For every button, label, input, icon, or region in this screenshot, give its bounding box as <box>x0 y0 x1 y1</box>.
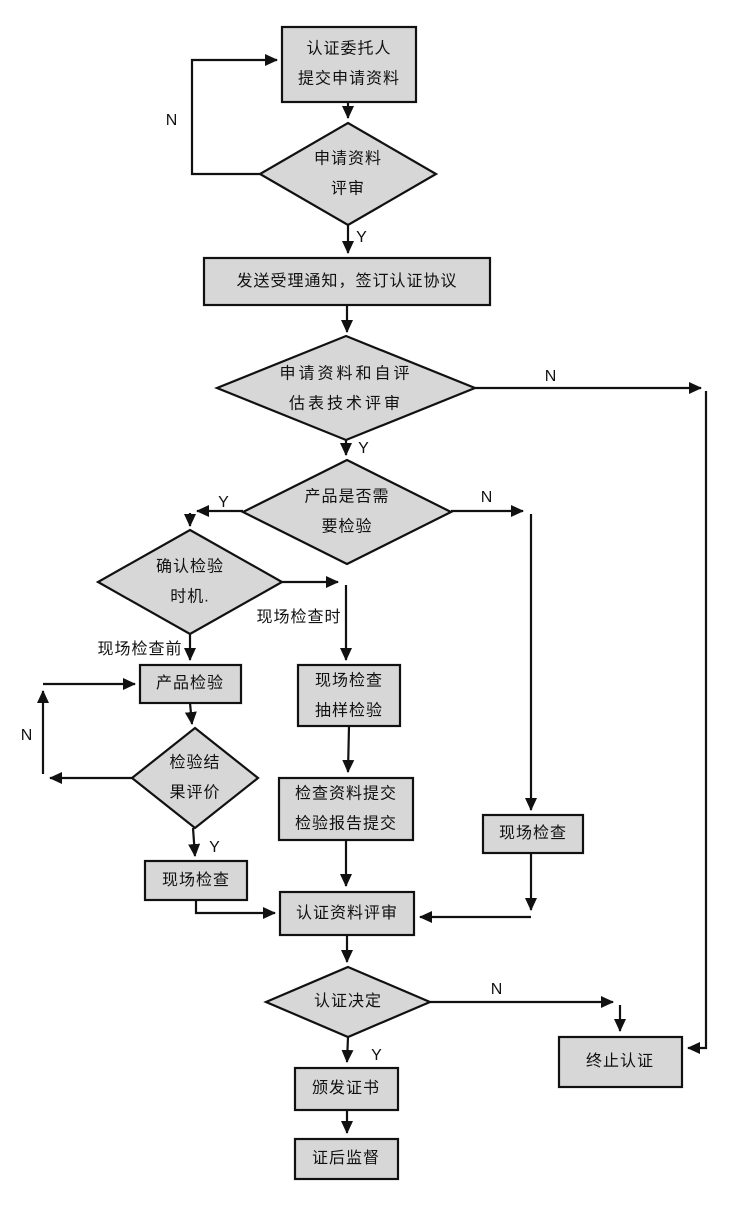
node-onsite-sampling: 现场检查 抽样检验 <box>314 672 384 719</box>
node-onsite-inspection-right-shape <box>481 813 585 855</box>
node-onsite-inspection-left-shape <box>143 859 249 902</box>
node-submit-application-shape <box>280 25 418 104</box>
decision-need-inspection: 产品是否需 要检验 <box>304 488 390 535</box>
node-doc-submission-shape <box>277 776 415 842</box>
label-need-inspection-yes: Y <box>218 494 230 511</box>
node-submit-application: 认证委托人 提交申请资料 <box>297 40 401 87</box>
edge-product-inspection-to-result <box>184 702 197 725</box>
node-issue-certificate-shape <box>293 1066 400 1112</box>
edge-need-inspection-yes-left <box>184 505 243 527</box>
label-timing-during: 现场检查时 <box>256 609 342 626</box>
node-terminate-certification-shape <box>557 1035 684 1089</box>
label-decision-no: N <box>490 981 504 998</box>
node-post-supervision: 证后监督 <box>311 1150 381 1168</box>
label-application-review-yes: Y <box>356 229 368 246</box>
node-product-inspection: 产品检验 <box>155 675 225 693</box>
edge-result-yes <box>188 827 201 857</box>
node-send-acceptance-notice: 发送受理通知，签订认证协议 <box>236 273 458 291</box>
decision-application-review-shape <box>257 121 439 227</box>
decision-certification-decision: 认证决定 <box>313 993 383 1011</box>
label-need-inspection-no: N <box>480 489 494 506</box>
edge-app-review-no-loop <box>190 54 278 176</box>
decision-confirm-timing: 确认检验 时机. <box>155 558 225 605</box>
edge-tech-review-no-right <box>475 382 708 1054</box>
label-application-review-no: N <box>165 112 179 129</box>
node-certification-data-review-shape <box>278 890 416 937</box>
node-certification-data-review: 认证资料评审 <box>295 905 399 923</box>
label-decision-yes: Y <box>371 1047 383 1064</box>
decision-technical-review: 申请资料和自评 估表技术评审 <box>279 365 413 412</box>
decision-need-inspection-shape <box>240 458 454 566</box>
node-onsite-inspection-right: 现场检查 <box>498 825 568 843</box>
label-technical-review-no: N <box>544 368 558 385</box>
edge-result-no-loop <box>37 678 136 784</box>
node-issue-certificate: 颁发证书 <box>311 1080 381 1098</box>
decision-technical-review-shape <box>214 334 478 442</box>
node-doc-submission: 检查资料提交 检验报告提交 <box>294 785 398 832</box>
edge-decision-yes <box>341 1036 354 1063</box>
decision-certification-decision-shape <box>263 965 433 1039</box>
label-result-yes: Y <box>209 839 221 856</box>
edge-timing-during-right <box>282 576 352 661</box>
decision-result-evaluation: 检验结 果评价 <box>169 754 221 801</box>
edge-onsite-left-to-cert-review <box>194 900 276 919</box>
edge-need-inspection-no-right <box>451 505 537 811</box>
node-send-acceptance-notice-shape <box>202 256 492 307</box>
node-onsite-sampling-shape <box>296 663 402 728</box>
edge-onsite-right-to-cert-review <box>419 853 537 923</box>
node-onsite-inspection-left: 现场检查 <box>161 872 231 890</box>
label-timing-before: 现场检查前 <box>97 641 183 658</box>
edge-sampling-to-doc-submission <box>342 725 355 773</box>
node-terminate-certification: 终止认证 <box>585 1053 655 1071</box>
decision-result-evaluation-shape <box>130 726 260 830</box>
edge-decision-no-right <box>430 996 626 1032</box>
node-product-inspection-shape <box>138 663 243 705</box>
label-result-no: N <box>20 727 34 744</box>
label-technical-review-yes: Y <box>358 440 370 457</box>
node-post-supervision-shape <box>293 1137 400 1181</box>
decision-application-review: 申请资料 评审 <box>313 150 383 197</box>
decision-confirm-timing-shape <box>95 528 285 636</box>
